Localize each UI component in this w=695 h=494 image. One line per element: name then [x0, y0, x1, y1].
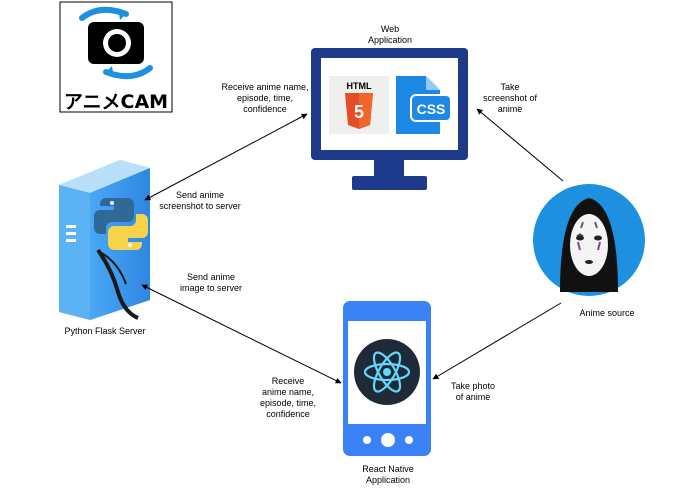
css-badge-text: CSS: [417, 101, 446, 117]
react-native-app-node: [343, 301, 431, 456]
edge-label-send-image: Send anime image to server: [179, 272, 243, 293]
anime-source-label: Anime source: [579, 308, 635, 318]
flask-horn-icon: [96, 248, 139, 320]
edge-web-flask: [144, 113, 308, 201]
web-application-node: HTML 5 CSS: [311, 48, 468, 190]
edge-source-react: [432, 302, 562, 380]
connectors: [141, 108, 564, 384]
html-badge-text: HTML: [347, 81, 372, 91]
camera-icon: [79, 6, 153, 80]
anime-cam-logo: [59, 1, 173, 113]
edge-source-web: [476, 108, 564, 182]
no-face-mask-icon: [533, 184, 645, 296]
react-native-app-label: React Native Application: [362, 464, 414, 485]
edge-flask-react: [141, 284, 342, 384]
server-icon: [59, 160, 150, 320]
anime-source-node: [533, 184, 645, 296]
python-flask-server-label: Python Flask Server: [64, 326, 146, 336]
python-logo-icon: [94, 198, 148, 250]
html5-number: 5: [354, 102, 364, 122]
logo-text: アニメCAM: [63, 91, 169, 113]
edge-label-receive-anime-name-react: Receive anime name, episode, time, confi…: [259, 376, 317, 419]
edge-label-receive-anime-name-web: Receive anime name, episode, time, confi…: [221, 82, 309, 114]
html5-icon: HTML 5: [329, 76, 389, 134]
web-application-label: Web Application: [367, 24, 413, 45]
edge-label-send-screenshot: Send anime screenshot to server: [159, 190, 241, 211]
edge-label-take-screenshot: Take screenshot of anime: [482, 82, 538, 114]
edge-label-take-photo: Take photo of anime: [450, 381, 496, 402]
python-flask-server-node: [59, 160, 150, 320]
react-logo-icon: [354, 339, 420, 405]
css-icon: CSS: [396, 76, 452, 134]
